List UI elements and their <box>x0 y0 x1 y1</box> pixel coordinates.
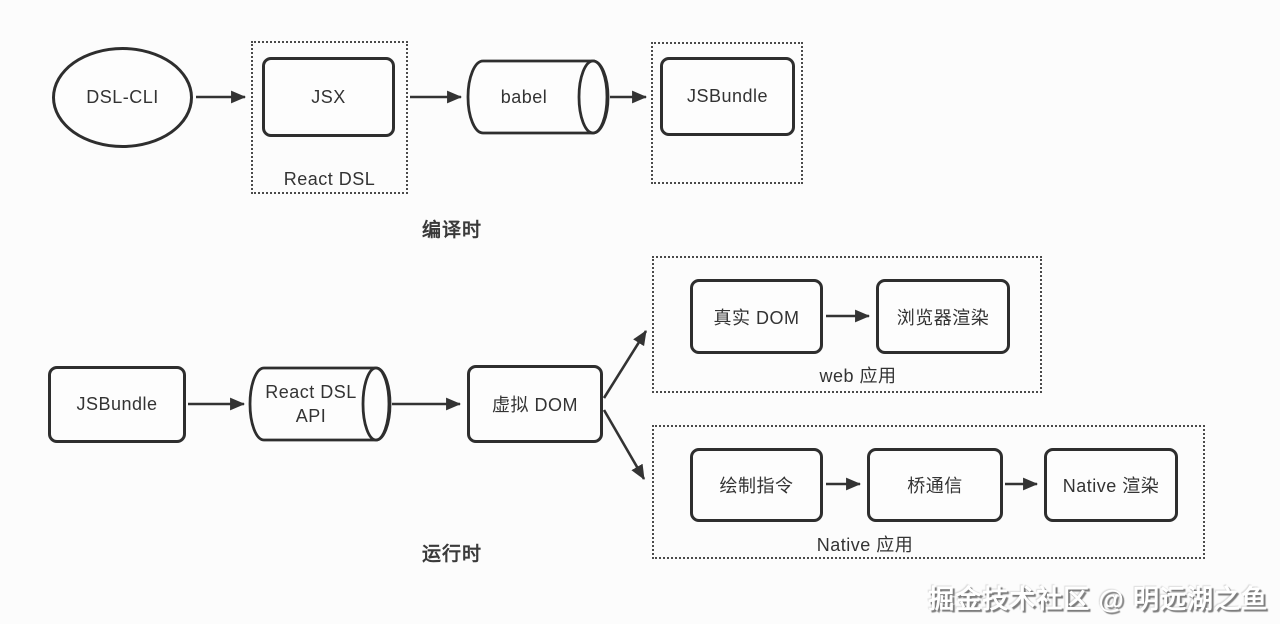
node-dsl-cli-label: DSL-CLI <box>86 87 159 107</box>
node-draw-commands-label: 绘制指令 <box>719 476 794 496</box>
arrow-virtualdom-to-web <box>602 330 648 399</box>
node-jsbundle-top-label: JSBundle <box>686 86 769 106</box>
node-virtual-dom-label: 虚拟 DOM <box>492 395 578 415</box>
node-bridge: 桥通信 <box>867 448 1003 522</box>
node-babel-label: babel <box>500 86 548 107</box>
group-react-dsl-label: React DSL <box>283 169 376 189</box>
group-web-app <box>652 256 1042 393</box>
cylinder-babel <box>466 59 610 135</box>
watermark: 掘金技术社区 @ 明远湖之鱼 <box>928 584 1268 614</box>
node-dsl-cli: DSL-CLI <box>52 47 193 148</box>
node-real-dom-label: 真实 DOM <box>713 307 800 328</box>
group-native-app-label: Native 应用 <box>816 535 914 555</box>
node-react-dsl-api-line2: API <box>295 406 327 426</box>
node-virtual-dom: 虚拟 DOM <box>467 365 603 443</box>
group-web-app-label: web 应用 <box>819 366 897 386</box>
runtime-label: 运行时 <box>421 544 482 565</box>
node-jsbundle-bottom-label: JSBundle <box>76 394 158 414</box>
node-jsbundle-bottom: JSBundle <box>48 366 186 443</box>
node-jsbundle-top: JSBundle <box>660 57 795 136</box>
node-jsx-label: JSX <box>311 86 346 107</box>
node-react-dsl-api-line1: React DSL <box>265 381 357 402</box>
node-native-render-label: Native 渲染 <box>1062 476 1160 496</box>
node-bridge-label: 桥通信 <box>907 476 963 496</box>
group-native-app <box>652 425 1205 559</box>
node-native-render: Native 渲染 <box>1044 448 1178 522</box>
node-browser-render-label: 浏览器渲染 <box>896 307 990 328</box>
group-jsbundle-output <box>651 42 803 184</box>
node-real-dom: 真实 DOM <box>690 279 823 354</box>
node-react-dsl-api: React DSL API <box>255 368 367 440</box>
node-jsx: JSX <box>262 57 395 137</box>
node-draw-commands: 绘制指令 <box>690 448 823 522</box>
compile-time-label: 编译时 <box>421 220 482 241</box>
arrow-virtualdom-to-native <box>602 409 646 480</box>
node-browser-render: 浏览器渲染 <box>876 279 1010 354</box>
cylinder-react-dsl-api <box>248 366 392 442</box>
group-react-dsl <box>251 41 408 194</box>
